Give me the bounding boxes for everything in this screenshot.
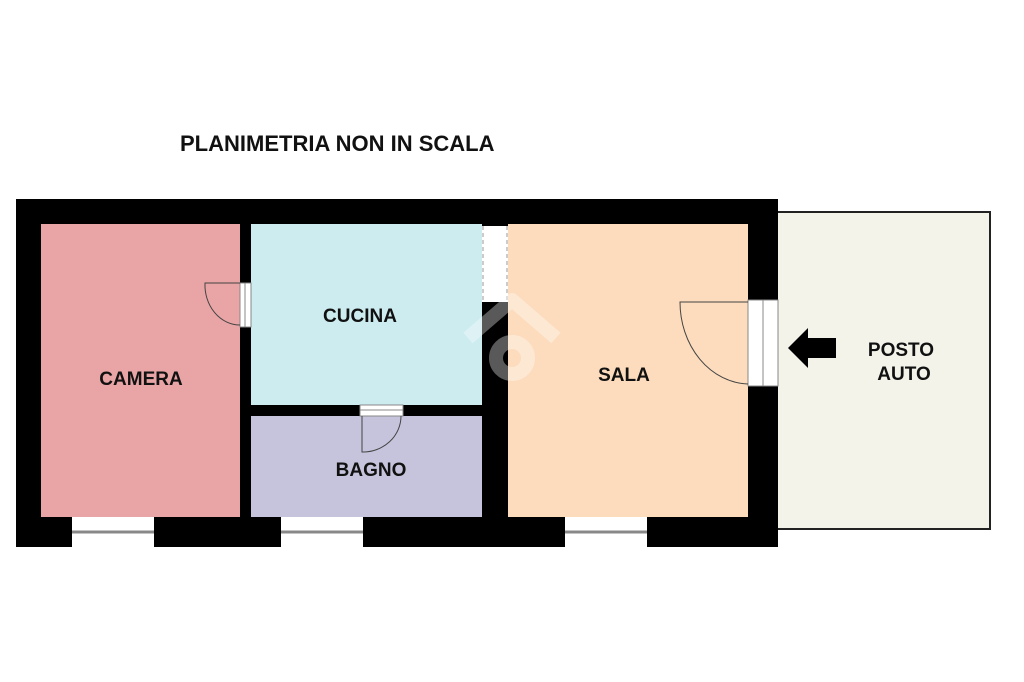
room-cucina	[251, 224, 482, 405]
parking-label-line1: POSTO	[868, 340, 934, 361]
room-label-cucina: CUCINA	[323, 306, 397, 327]
door-camera	[204, 282, 252, 328]
parking-area	[775, 211, 991, 530]
room-label-bagno: BAGNO	[336, 460, 407, 481]
window-bagno	[281, 517, 363, 547]
door-bagno	[359, 404, 404, 453]
entrance-door	[679, 299, 779, 387]
room-sala	[508, 224, 748, 517]
parking-label-line2: AUTO	[877, 364, 930, 385]
house-logo-watermark	[463, 293, 561, 381]
room-bagno	[251, 416, 482, 517]
left-arrow-icon	[788, 328, 836, 368]
room-camera	[41, 224, 240, 517]
plan-title: PLANIMETRIA NON IN SCALA	[180, 131, 495, 156]
room-label-camera: CAMERA	[99, 369, 183, 390]
room-label-sala: SALA	[598, 365, 650, 386]
window-camera	[72, 517, 154, 547]
window-sala	[565, 517, 647, 547]
open-passage	[482, 226, 508, 302]
